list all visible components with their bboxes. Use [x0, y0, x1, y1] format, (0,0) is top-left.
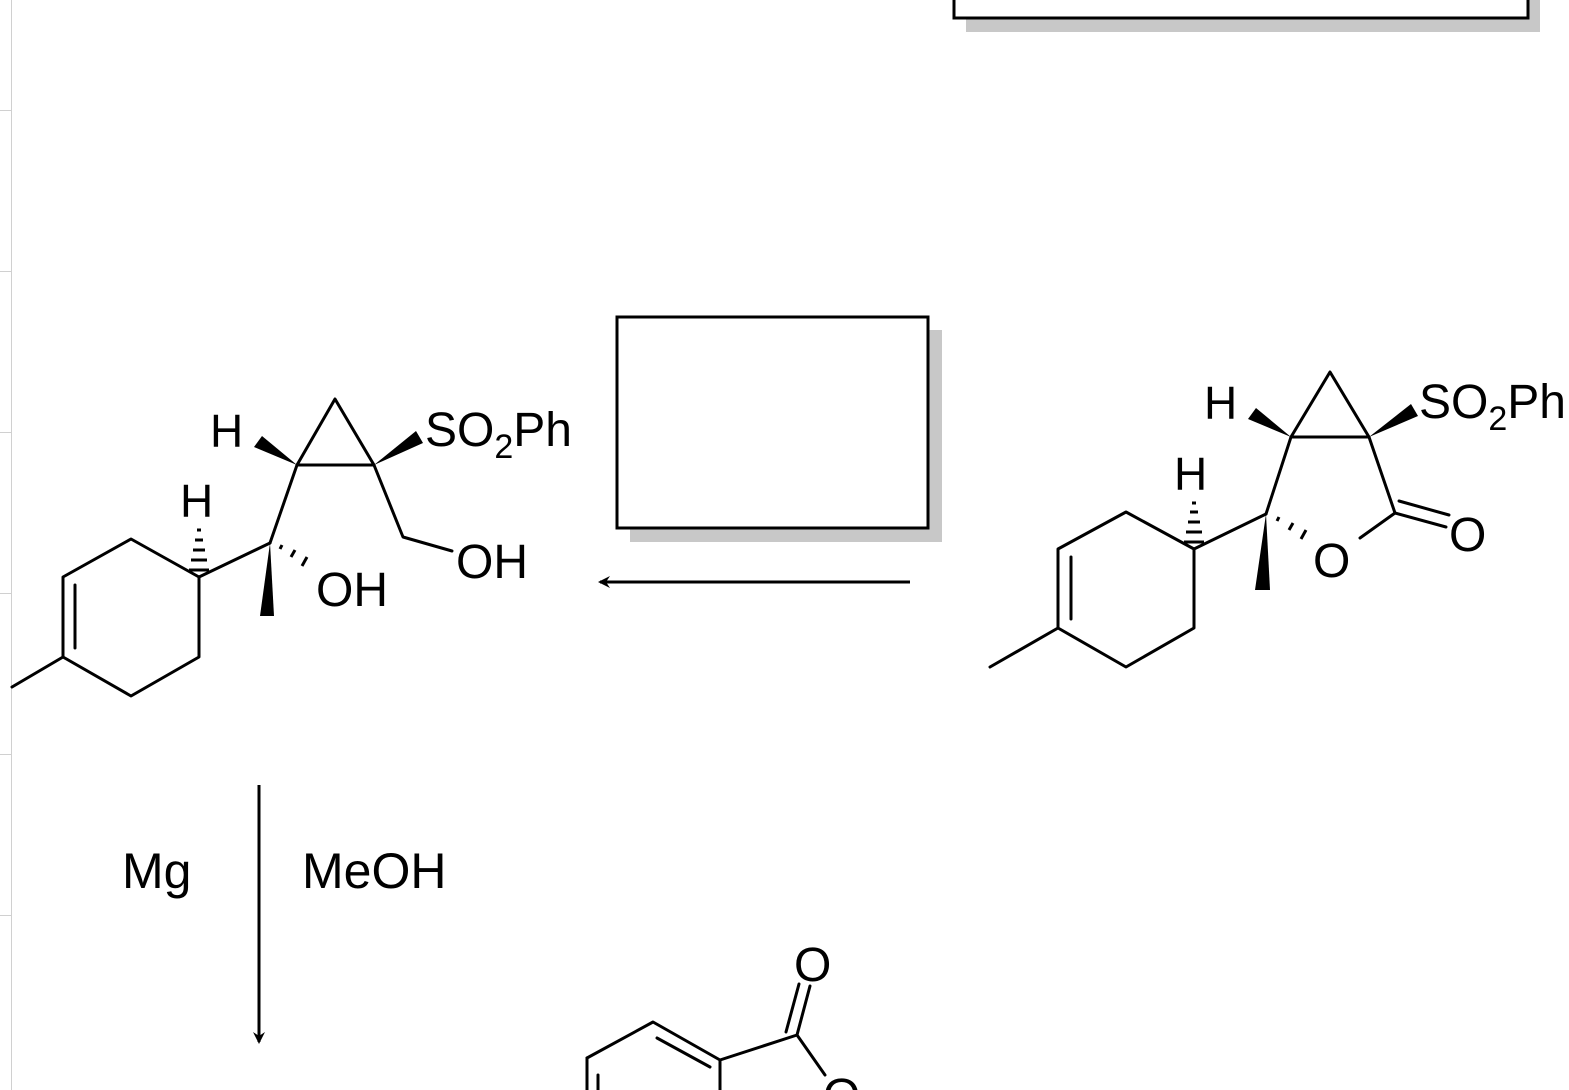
so2ph-label: SO2Ph [425, 404, 572, 466]
h-wedge-cyclopropane [254, 436, 297, 465]
h-label-cyclopropane-right: H [1204, 377, 1237, 429]
o-label-ring: O [1313, 535, 1350, 588]
oh-label-tertiary: OH [316, 564, 388, 617]
lactone-molecule: H O O H SO2Ph [988, 370, 1566, 669]
methyl-wedge-right [1255, 514, 1270, 590]
so2ph-wedge [374, 431, 423, 465]
reagent-meoh: MeOH [302, 843, 446, 899]
hashed-bond-oh [278, 544, 309, 567]
hashed-bond-ring-o [1275, 516, 1308, 540]
carbonyl-double-bond-a [1393, 511, 1448, 529]
o-label-ester-bottom: O [823, 1070, 860, 1090]
ring-to-lactone-bond [1192, 512, 1268, 551]
bottom-molecule-partial: O O [585, 939, 860, 1090]
aryl-to-carbonyl [718, 1033, 799, 1062]
carbonyl-double-b [784, 982, 801, 1034]
cyclopropane-ring [295, 397, 376, 467]
hashed-bond-h-ring-right [1184, 501, 1204, 544]
hashed-bond-h-ring [189, 528, 209, 572]
top-box[interactable] [952, 0, 1540, 32]
methyl-bond-right [988, 626, 1060, 669]
oh-label-primary: OH [456, 536, 528, 589]
h-wedge-cyclopropane-right [1248, 408, 1291, 437]
ruler-tick [0, 754, 11, 755]
benzene-ring-partial [585, 1020, 722, 1090]
cyclohexene-ring-right [1056, 510, 1196, 669]
so2ph-label-right: SO2Ph [1419, 376, 1566, 438]
conditions-box[interactable] [615, 315, 942, 542]
ruler-tick [0, 432, 11, 433]
carbonyl-to-ring-o [1358, 511, 1397, 540]
o-label-carbonyl-bottom: O [794, 939, 831, 992]
o-label-carbonyl: O [1449, 509, 1486, 562]
carbonyl-double-a [795, 984, 812, 1037]
cyclohexene-ring [61, 537, 201, 698]
benzene-inner-double [655, 1036, 712, 1069]
reagent-mg: Mg [122, 843, 191, 899]
methyl-bond [10, 655, 65, 689]
diol-molecule: H OH H SO2Ph OH [10, 397, 572, 698]
h-label-ring: H [180, 475, 213, 527]
carbonyl-to-o [795, 1033, 827, 1077]
left-ruler [0, 0, 12, 1090]
conditions-box-frame [615, 315, 930, 530]
top-box-frame [952, 0, 1530, 20]
ruler-tick [0, 271, 11, 272]
h-label-cyclopropane: H [210, 405, 243, 457]
ruler-tick [0, 915, 11, 916]
cyclopropane-ring-right [1289, 370, 1371, 439]
carbinol-to-cyclopropane-bond [268, 463, 299, 545]
h-label-ring-right: H [1174, 448, 1207, 500]
cyclopropane-to-carbonyl [1367, 435, 1397, 515]
methyl-wedge [260, 543, 274, 616]
ruler-tick [0, 110, 11, 111]
ring-to-carbinol-bond [197, 541, 272, 579]
carbonyl-double-bond-b [1397, 499, 1451, 517]
so2ph-wedge-right [1369, 404, 1418, 437]
hydroxymethyl-bond [372, 463, 454, 553]
ruler-tick [0, 593, 11, 594]
lactone-c-to-cyclopropane [1264, 435, 1293, 516]
